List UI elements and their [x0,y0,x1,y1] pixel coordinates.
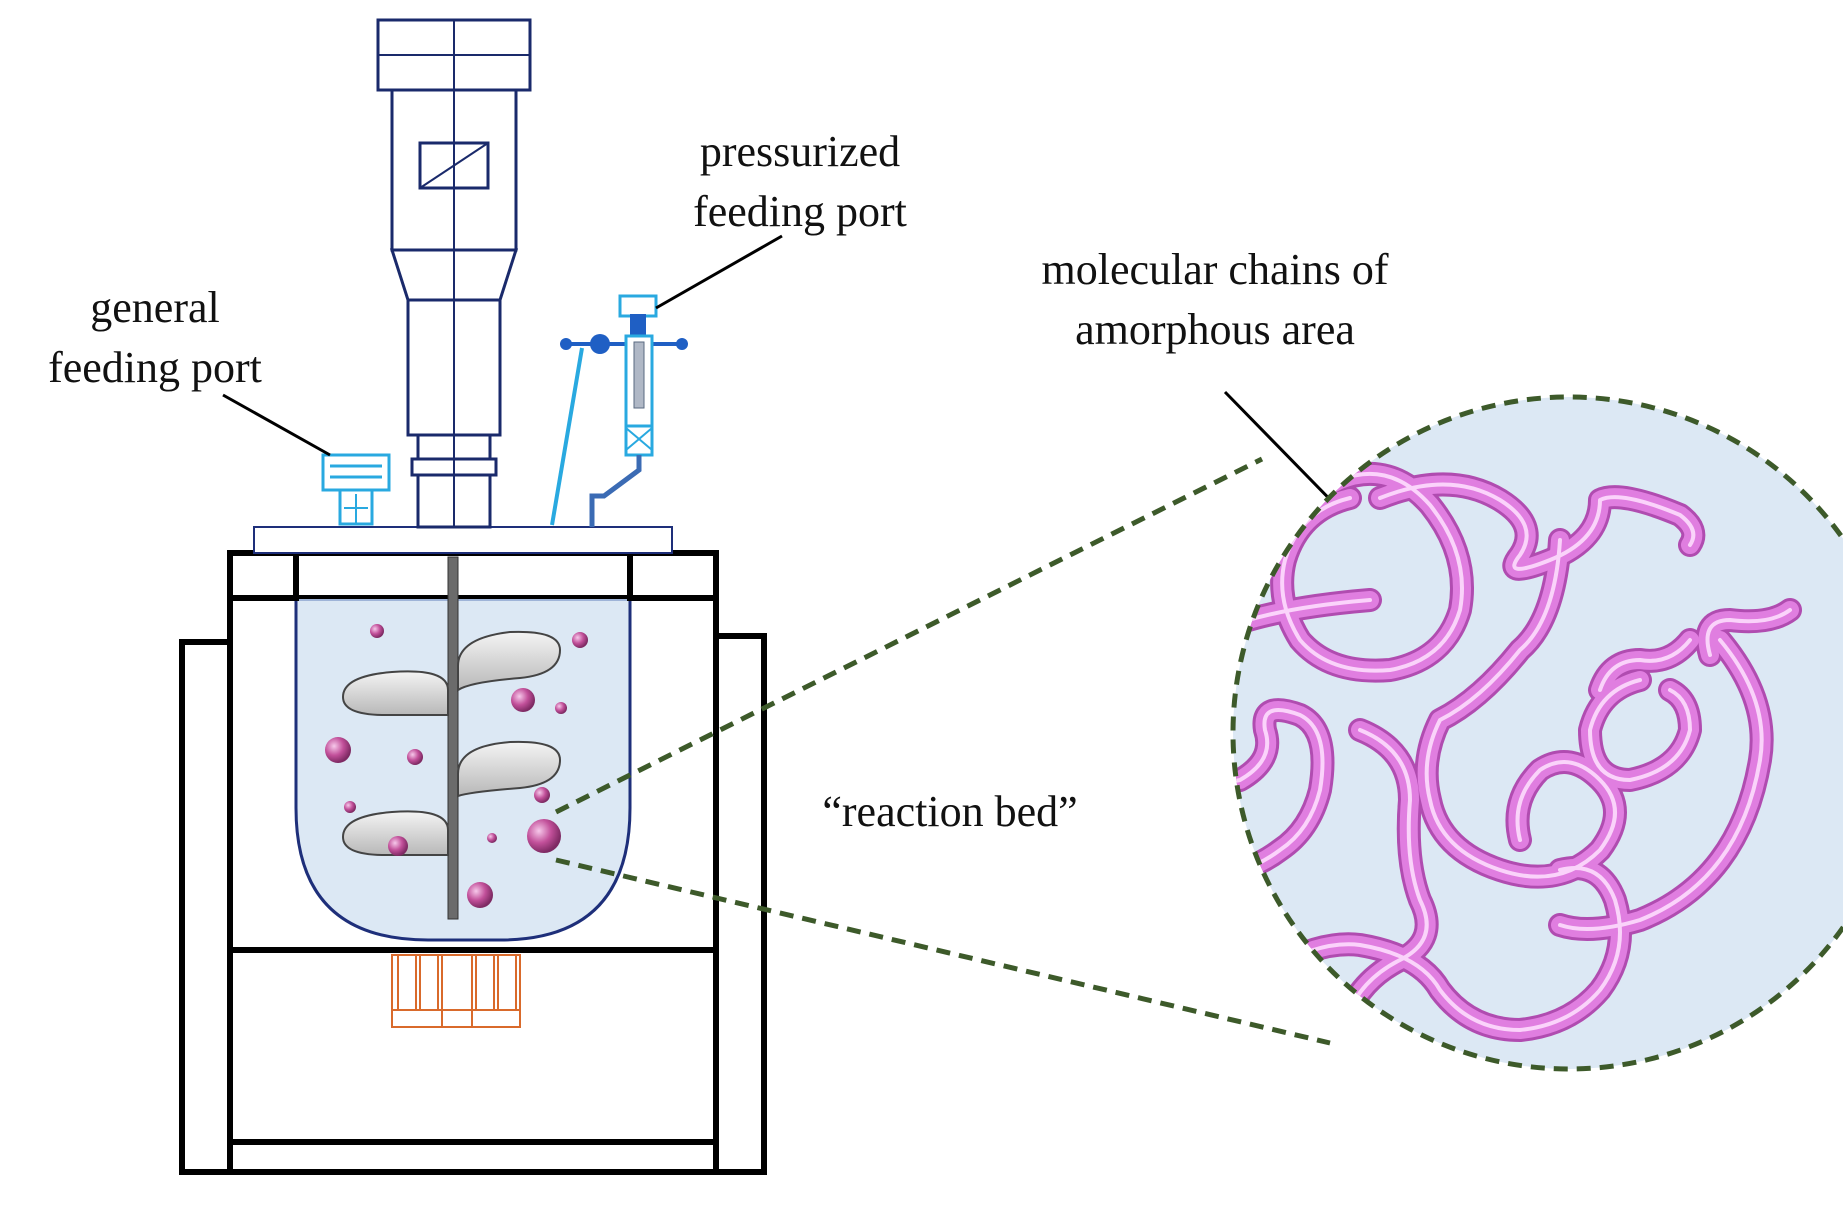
particles [325,624,588,908]
general-feeding-port-label: general feeding port [30,278,280,398]
pressurized-feeding-port-label: pressurized feeding port [655,122,945,242]
molecular-chains-label: molecular chains of amorphous area [985,240,1445,360]
motor-column [376,18,532,529]
zoom-circle [1230,394,1843,1072]
pressurized-feeding-port-line-1: pressurized [699,127,901,176]
reactor-vessel [227,550,719,942]
bottom-heater [391,954,521,1028]
pressurized-feeding-port [550,294,688,527]
molecular-chains-line-1: molecular chains of [1041,245,1389,294]
general-feeding-port-line-2: feeding port [48,343,262,392]
reactor-frame [179,550,767,1175]
general-feeding-port-line-1: general [90,283,220,332]
stirrer [341,556,562,920]
molecular-chains-line-2: amorphous area [1075,305,1355,354]
zoom-connectors [554,456,1331,1046]
reaction-bed-label: “reaction bed” [822,787,1078,836]
general-feeding-port [321,453,391,526]
pressurized-feeding-port-line-2: feeding port [693,187,907,236]
reactor-lid [253,526,673,554]
